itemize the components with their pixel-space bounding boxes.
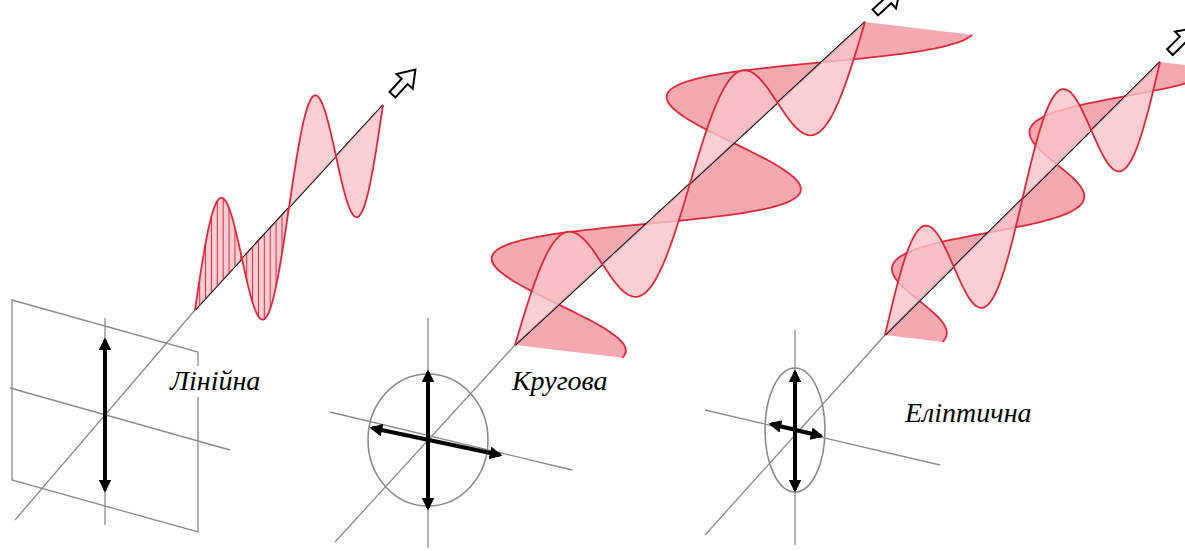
field-hatch	[252, 247, 253, 302]
field-hatch	[217, 201, 218, 286]
vertical-wave	[515, 22, 865, 345]
propagation-axis	[335, 345, 515, 542]
polarization-panel	[10, 300, 230, 532]
field-hatch	[223, 198, 224, 279]
field-hatch	[211, 216, 212, 292]
direction-arrow	[1167, 28, 1185, 55]
field-vector	[372, 428, 500, 455]
field-vector	[103, 340, 107, 490]
field-hatch	[205, 243, 206, 298]
propagation-axis	[705, 335, 885, 535]
vertical-axis	[794, 330, 795, 545]
field-hatch	[264, 234, 265, 319]
propagation-axis	[15, 310, 195, 520]
plane-frame	[12, 300, 198, 532]
wave-fill	[885, 62, 1185, 342]
wave-fill	[515, 22, 865, 345]
field-hatch	[276, 222, 277, 287]
propagation-axis	[515, 22, 865, 345]
polarization-panel	[705, 62, 1185, 545]
polarization-label: Лінійна	[168, 366, 262, 397]
vertical-axis	[427, 318, 428, 548]
polarization-ellipse	[765, 368, 825, 492]
polarization-label: Еліптична	[903, 398, 1034, 429]
field-vector	[771, 424, 821, 436]
propagation-axis	[885, 62, 1160, 335]
vertical-wave	[195, 95, 383, 319]
wave-fill	[195, 95, 383, 319]
field-hatch	[229, 208, 230, 273]
wave-fill	[885, 62, 1160, 335]
transverse-axis	[330, 412, 572, 470]
vertical-axis	[104, 318, 105, 525]
direction-arrow	[390, 70, 416, 98]
polarization-panel	[330, 22, 972, 548]
direction-arrow	[873, 0, 901, 15]
field-hatch	[234, 228, 235, 267]
vertical-wave	[885, 62, 1160, 335]
field-hatch	[270, 228, 271, 309]
polarization-label: Кругова	[510, 366, 610, 397]
field-hatch	[258, 241, 259, 317]
